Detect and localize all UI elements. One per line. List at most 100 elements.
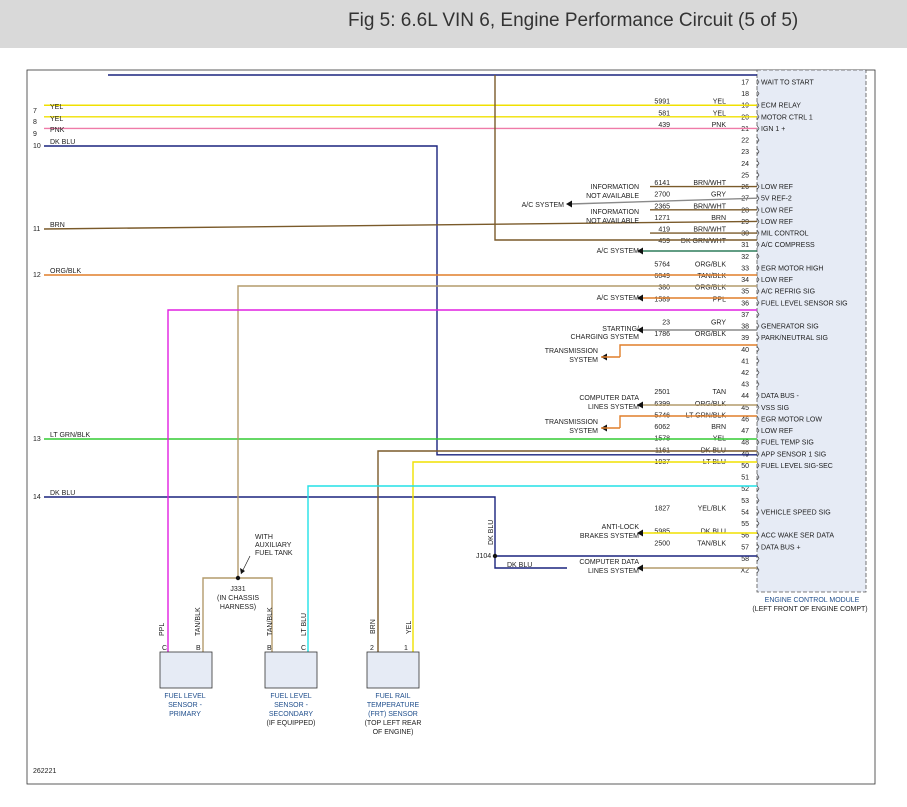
wires [43,74,758,683]
pin-number: 23 [741,149,749,156]
circuit-number: 439 [658,122,670,129]
pin-terminal [756,497,760,504]
circuit-number: 2365 [654,203,670,210]
wire-color-label: PNK [712,122,727,129]
pin-number: 41 [741,358,749,365]
wire-color-label: TAN/BLK [697,273,726,280]
wire-color-label: TAN [713,389,726,396]
pin-number: 43 [741,382,749,389]
pin-number: 19 [741,103,749,110]
pin-number: X2 [740,568,749,575]
sensor-wire-label: LT BLU [301,613,308,636]
pin-number: 45 [741,405,749,412]
arrow-icon [637,247,643,255]
wire-color-label: GRY [711,320,726,327]
pin-terminal [756,508,760,516]
circuit-number: 459 [658,238,670,245]
pin-terminal [756,334,760,341]
wire-color-label: ORG/BLK [695,331,726,338]
circuit-number: 2500 [654,540,670,547]
pin-terminal [756,229,760,237]
pin-terminal [756,264,760,272]
aux-tank-note: WITH [255,534,273,541]
pin-number: 32 [741,254,749,261]
pin-function: VSS SIG [761,405,789,412]
pin-terminal [756,299,760,306]
circuit-number: 1827 [654,505,670,512]
pin-function: LOW REF [761,428,793,435]
pin-number: 42 [741,370,749,377]
pin-function: LOW REF [761,207,793,214]
sensor-pin: B [196,645,201,652]
pin-number: 38 [741,324,749,331]
left-wire-label: PNK [50,127,65,134]
sensor-title: FUEL LEVEL [164,693,205,700]
pin-terminal [756,369,760,376]
pin-function: ACC WAKE SER DATA [761,533,834,540]
wire-mil-control [494,75,757,241]
pin-number: 40 [741,347,749,354]
left-wire-label: ORG/BLK [50,268,81,275]
pin-number: 37 [741,312,749,319]
pin-number: 39 [741,335,749,342]
pin-terminal [756,357,760,365]
wire-vss [619,415,757,428]
sensor-note: OF ENGINE) [373,729,414,736]
aux-tank-note: AUXILIARY [255,542,292,549]
wire-color-label: ORG/BLK [695,285,726,292]
pin-function: EGR MOTOR LOW [761,416,822,423]
pin-number: 57 [741,544,749,551]
j104-label: J104 [476,553,491,560]
sensor-wire-label: PPL [159,623,166,636]
wire-color-label: BRN/WHT [693,227,726,234]
pin-function: EGR MOTOR HIGH [761,265,823,272]
system-label: SYSTEM [569,428,598,435]
circuit-number: 419 [658,227,670,234]
sensor-body [159,651,213,689]
pin-terminal [756,160,760,167]
j104-wire-label: DK BLU [507,562,532,569]
pin-function: ECM RELAY [761,103,801,110]
sensor-wire-label: BRN [370,619,377,634]
sensor-fuel-level-secondary: B C TAN/BLK LT BLU FUEL LEVEL SENSOR - S… [264,607,318,727]
pin-terminal [756,404,760,411]
system-label: LINES SYSTEM [588,404,639,411]
sensor-pin: B [267,645,272,652]
ecm-title: ENGINE CONTROL MODULE [765,597,860,604]
pin-number: 46 [741,416,749,423]
sensor-pin: 2 [370,645,374,652]
system-label: A/C SYSTEM [597,248,640,255]
pin-function: LOW REF [761,184,793,191]
system-label: TRANSMISSION [545,348,598,355]
pin-number: 34 [741,277,749,284]
wire-tan-blk-34 [237,285,757,578]
wire-color-label: BRN/WHT [693,180,726,187]
pin-terminal [756,90,760,97]
left-wire-label: YEL [50,116,63,123]
sensor-title: PRIMARY [169,711,201,718]
system-label: NOT AVAILABLE [586,218,639,225]
ecm-box [756,69,867,593]
j331-label: HARNESS) [220,604,256,611]
pin-function: FUEL LEVEL SENSOR SIG [761,300,848,307]
wire-park-neutral [619,344,757,357]
figure-header: Fig 5: 6.6L VIN 6, Engine Performance Ci… [0,0,907,48]
pin-terminal [756,136,760,144]
pin-number: 29 [741,219,749,226]
pin-terminal [756,380,760,388]
j331-label: J331 [230,586,245,593]
pin-number: 17 [741,80,749,87]
pin-number: 28 [741,207,749,214]
wire-dk-blu-14 [44,496,496,556]
sensor-body [264,651,318,689]
left-wire-num: 11 [33,226,40,233]
system-labels: INFORMATION NOT AVAILABLE A/C SYSTEM INF… [522,184,640,575]
wire-fuel-level-sig [167,309,757,652]
pin-number: 55 [741,521,749,528]
wire-fuel-level-sec [307,485,757,652]
system-label: INFORMATION [591,209,639,216]
pin-terminal [756,195,760,202]
pin-terminal [756,287,760,295]
figure-title: Fig 5: 6.6L VIN 6, Engine Performance Ci… [348,10,799,31]
dk-blu-vertical-label: DK BLU [488,520,495,545]
